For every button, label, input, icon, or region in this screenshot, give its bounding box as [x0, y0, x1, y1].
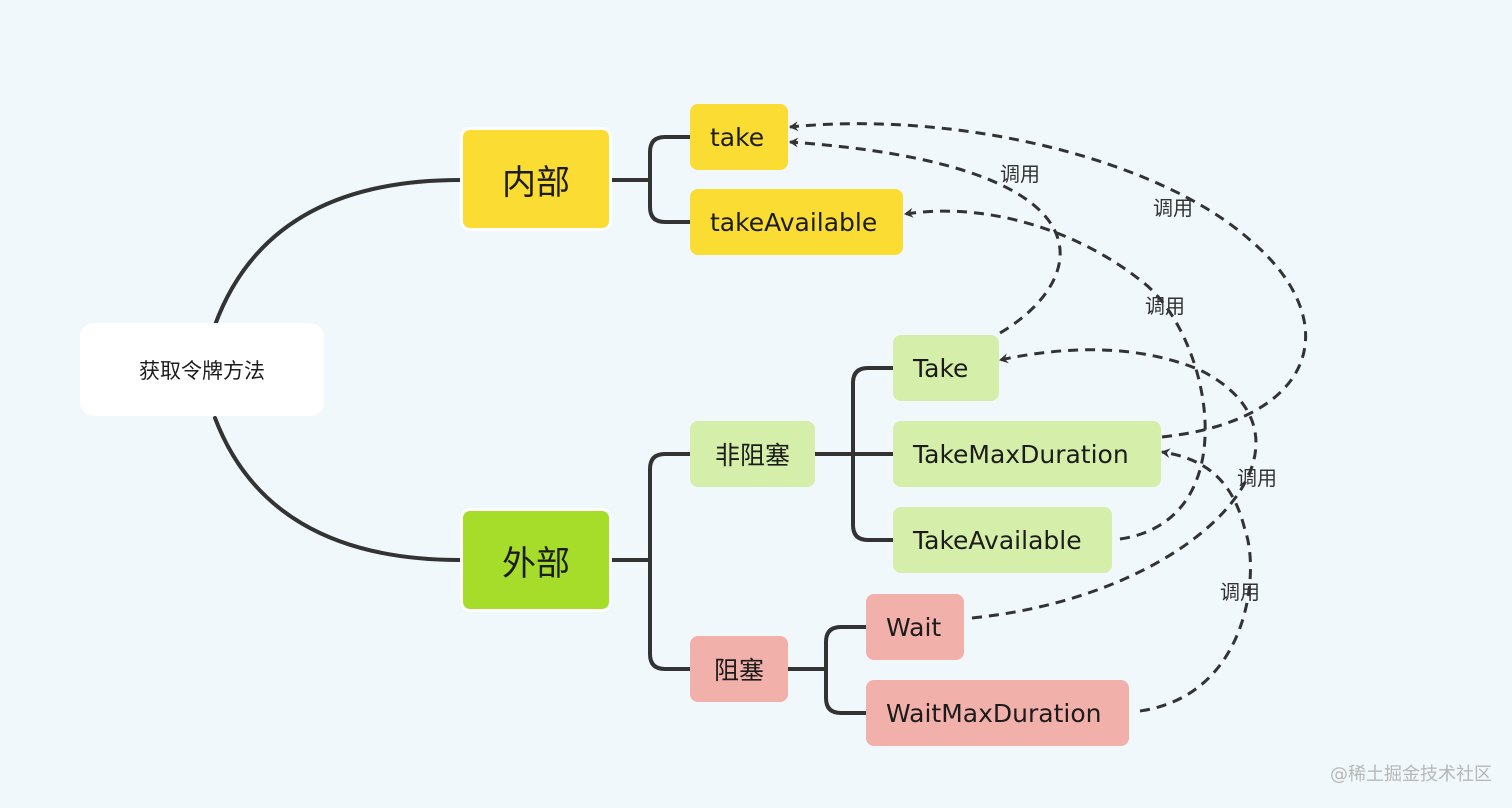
- external-label: 外部: [502, 543, 570, 584]
- tree-connectors: [213, 135, 895, 715]
- non-blocking-branch-connector: [813, 366, 895, 542]
- node-take-label: take: [710, 122, 765, 152]
- node-TakeMaxDuration-label: TakeMaxDuration: [913, 439, 1129, 469]
- node-Wait-label: Wait: [886, 612, 942, 642]
- internal-label: 内部: [502, 162, 570, 203]
- blocking-branch-connector: [786, 625, 868, 715]
- external-node: 外部: [460, 508, 612, 612]
- node-WaitMaxDuration-label: WaitMaxDuration: [886, 698, 1102, 728]
- internal-node: 内部: [460, 127, 612, 231]
- node-WaitMaxDuration: WaitMaxDuration: [866, 680, 1129, 746]
- node-Wait: Wait: [866, 594, 964, 660]
- watermark: @稀土掘金技术社区: [1330, 764, 1492, 785]
- root-to-internal-connector: [213, 178, 462, 327]
- call-arrow-Wait-to-Take: [971, 348, 1258, 620]
- blocking-label: 阻塞: [713, 656, 764, 685]
- node-TakeMaxDuration: TakeMaxDuration: [893, 421, 1161, 487]
- root-to-external-connector: [213, 416, 462, 562]
- node-TakeAvailable-label: TakeAvailable: [913, 525, 1082, 555]
- call-arrow-TakeAvailable-to-takeAvailable: [904, 207, 1207, 541]
- blocking-node: 阻塞: [690, 636, 788, 702]
- root-node: 获取令牌方法: [80, 323, 324, 416]
- node-take: take: [690, 104, 788, 170]
- call-label-TakeAvailable: 调用: [1145, 294, 1185, 318]
- node-takeAvailable-label: takeAvailable: [710, 207, 878, 237]
- node-takeAvailable: takeAvailable: [690, 189, 903, 255]
- external-branch-connector: [610, 452, 692, 671]
- non-blocking-node: 非阻塞: [690, 421, 815, 487]
- call-arrow-TakeMaxDuration-to-take: [789, 121, 1308, 439]
- call-arrow-WaitMaxDuration-to-TakeMaxDuration: [1139, 448, 1252, 713]
- internal-branch-connector: [610, 135, 692, 224]
- node-Take: Take: [893, 335, 999, 401]
- root-label: 获取令牌方法: [139, 358, 265, 383]
- call-label-Take: 调用: [1000, 162, 1040, 186]
- call-arrows: [789, 121, 1308, 713]
- node-Take-label: Take: [913, 353, 969, 383]
- node-TakeAvailable: TakeAvailable: [893, 507, 1112, 573]
- call-label-Wait: 调用: [1237, 466, 1277, 490]
- non-blocking-label: 非阻塞: [714, 441, 790, 470]
- call-label-TakeMaxDuration: 调用: [1153, 196, 1193, 220]
- call-arrow-Take-to-take: [789, 137, 1062, 335]
- call-label-WaitMaxDuration: 调用: [1220, 580, 1260, 604]
